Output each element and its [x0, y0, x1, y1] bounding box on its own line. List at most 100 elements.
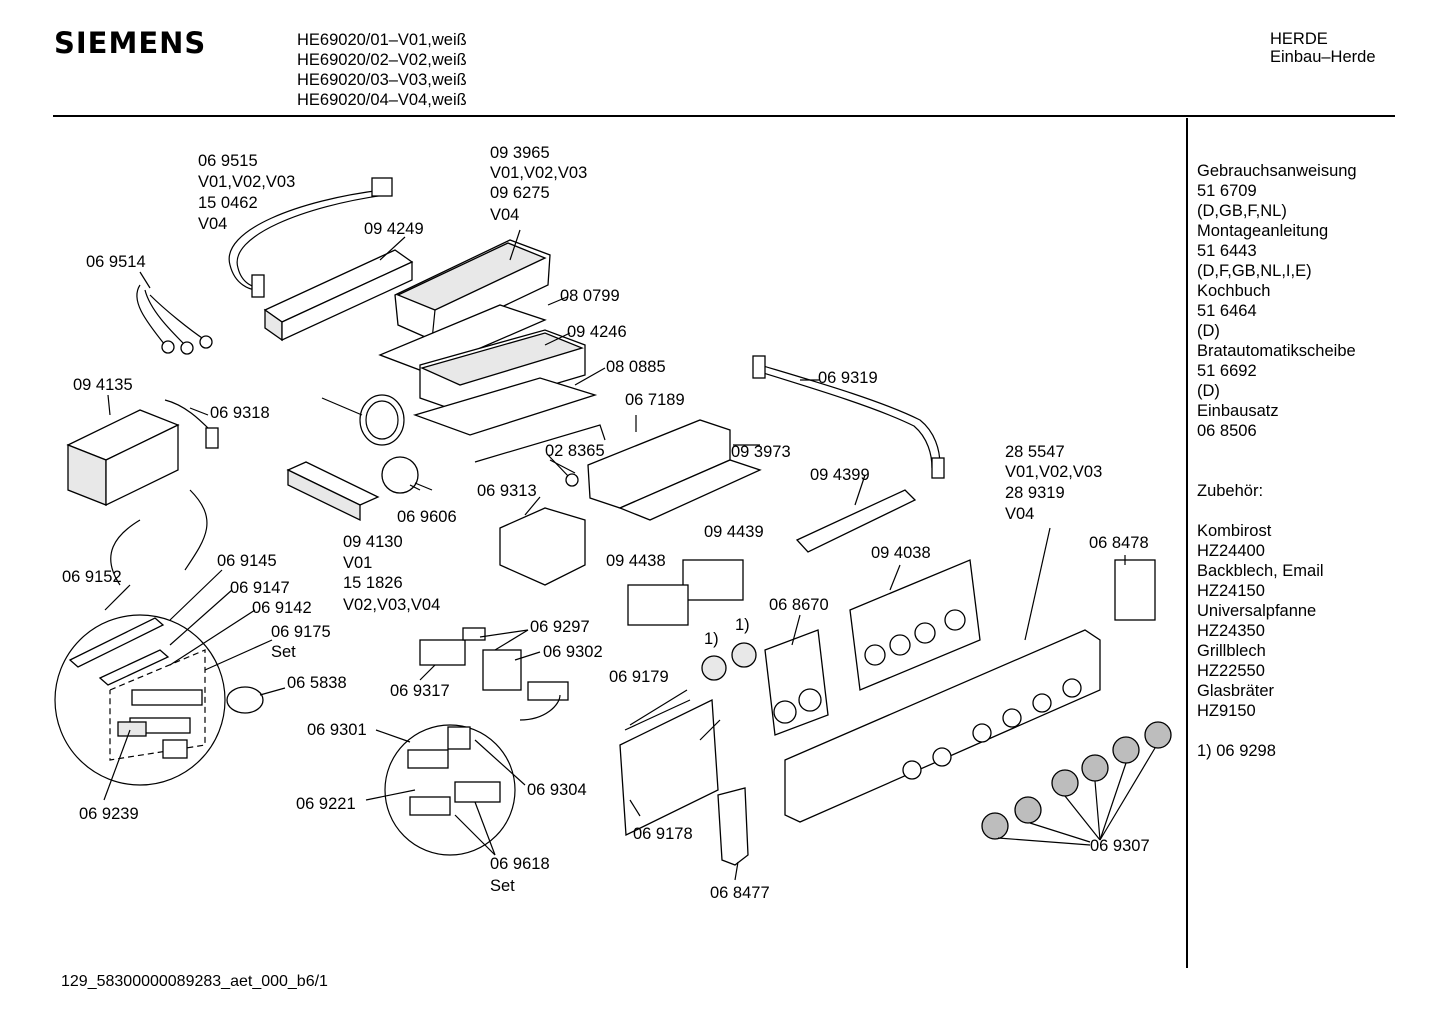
lamp-bulb	[565, 473, 579, 487]
header-divider	[53, 115, 1395, 117]
panel-hole	[1002, 708, 1022, 728]
part-label: 06 9239	[79, 805, 139, 823]
ribbon-connector	[931, 457, 945, 479]
part-label: 28 9319	[1005, 484, 1065, 502]
part-label: 06 9145	[217, 552, 277, 570]
part-label: V04	[198, 215, 227, 233]
control-knob-hole	[889, 634, 911, 656]
part-label: 08 0799	[560, 287, 620, 305]
sidebar-line: 06 8506	[1197, 422, 1257, 440]
part-label: 06 9618	[490, 855, 550, 873]
sidebar-line: HZ9150	[1197, 702, 1256, 720]
detail-connector	[519, 694, 561, 721]
sensor-tip	[180, 341, 194, 355]
model-line: HE69020/03–V03,weiß	[297, 71, 467, 89]
ring-drawing	[731, 642, 757, 668]
part-label: 06 9313	[477, 482, 537, 500]
wire-harness-strand	[236, 194, 386, 289]
sidebar-line: Gebrauchsanweisung	[1197, 162, 1357, 180]
knob-drawing	[1144, 721, 1172, 749]
sidebar-line: 1) 06 9298	[1197, 742, 1276, 760]
bracket-small-drawing	[499, 507, 586, 586]
frame-drawing	[378, 304, 547, 373]
sidebar-line: Einbausatz	[1197, 402, 1279, 420]
part-label: 09 4438	[606, 552, 666, 570]
model-line: HE69020/04–V04,weiß	[297, 91, 467, 109]
ribbon-cable-drawing	[759, 364, 941, 466]
part-label: 15 0462	[198, 194, 258, 212]
knob-drawing	[1081, 754, 1109, 782]
sidebar-line: 51 6692	[1197, 362, 1257, 380]
sidebar-line: Kombirost	[1197, 522, 1272, 540]
mounting-frame-drawing	[619, 698, 719, 837]
part-label: 06 7189	[625, 391, 685, 409]
part-label: V04	[1005, 505, 1034, 523]
sidebar-line: HZ24150	[1197, 582, 1265, 600]
document-id: 129_58300000089283_aet_000_b6/1	[61, 973, 328, 990]
part-label: 28 5547	[1005, 443, 1065, 461]
wire-connector	[205, 427, 219, 449]
model-line: HE69020/02–V02,weiß	[297, 51, 467, 69]
detail-strip	[98, 649, 170, 686]
sidebar-line: Backblech, Email	[1197, 562, 1324, 580]
sidebar-line: Grillblech	[1197, 642, 1266, 660]
part-label: 09 4038	[871, 544, 931, 562]
sidebar-line: Glasbräter	[1197, 682, 1275, 700]
ribbon-connector	[752, 355, 766, 379]
switch-small-drawing	[419, 639, 466, 666]
part-label: V01	[343, 554, 372, 572]
panel-hole	[902, 760, 922, 780]
category-subtitle: Einbau–Herde	[1270, 48, 1376, 66]
transformer-front	[105, 423, 179, 507]
part-label: 06 9606	[397, 508, 457, 526]
brand-logo: SIEMENS	[54, 26, 207, 60]
part-label: 1)	[735, 616, 750, 634]
part-label: 09 3973	[731, 443, 791, 461]
detail-part	[117, 721, 147, 737]
part-labels: 06 9515 V01,V02,V03 15 0462 V04 09 3965 …	[62, 144, 1150, 902]
wire-harness-drawing	[228, 189, 383, 291]
plate-drawing	[717, 787, 749, 866]
part-label: 06 9142	[252, 599, 312, 617]
part-label: 08 0885	[606, 358, 666, 376]
knob-drawing	[1014, 796, 1042, 824]
connector-drawing	[251, 274, 265, 298]
sidebar-line: Universalpfanne	[1197, 602, 1317, 620]
leader-lines	[103, 229, 1156, 881]
knob-drawing	[1112, 736, 1140, 764]
part-label: Set	[271, 643, 296, 661]
regulator-shaft	[414, 482, 433, 491]
switch-small-drawing	[462, 627, 486, 641]
part-label: 09 4249	[364, 220, 424, 238]
part-label: 15 1826	[343, 574, 403, 592]
detail-knob	[226, 686, 264, 714]
detail-strip	[68, 617, 165, 668]
tray-top	[396, 242, 547, 311]
panel-hole	[972, 723, 992, 743]
part-label: 06 9318	[210, 404, 270, 422]
part-label: 06 9147	[230, 579, 290, 597]
sidebar-line: Bratautomatikscheibe	[1197, 342, 1356, 360]
part-label: 06 8478	[1089, 534, 1149, 552]
part-label: 09 3965	[490, 144, 550, 162]
detail-part	[407, 749, 449, 769]
part-label: 02 8365	[545, 442, 605, 460]
part-label: 09 4130	[343, 533, 403, 551]
thermostat-side	[287, 468, 361, 522]
sensor-tip	[161, 340, 175, 354]
part-label: 06 9514	[86, 253, 146, 271]
lamp-drawing	[547, 454, 571, 479]
bracket-right-drawing	[1114, 559, 1156, 621]
part-label: 06 8670	[769, 596, 829, 614]
sidebar-line: 51 6464	[1197, 302, 1257, 320]
category-block: HERDE Einbau–Herde	[1270, 30, 1376, 66]
part-label: 06 9175	[271, 623, 331, 641]
part-label: 06 9221	[296, 795, 356, 813]
part-label: V02,V03,V04	[343, 596, 440, 614]
switch-drawing	[682, 559, 744, 601]
sidebar-line: (D)	[1197, 382, 1220, 400]
sidebar-divider	[1186, 118, 1188, 968]
module-front	[281, 260, 413, 342]
part-label: 06 9304	[527, 781, 587, 799]
